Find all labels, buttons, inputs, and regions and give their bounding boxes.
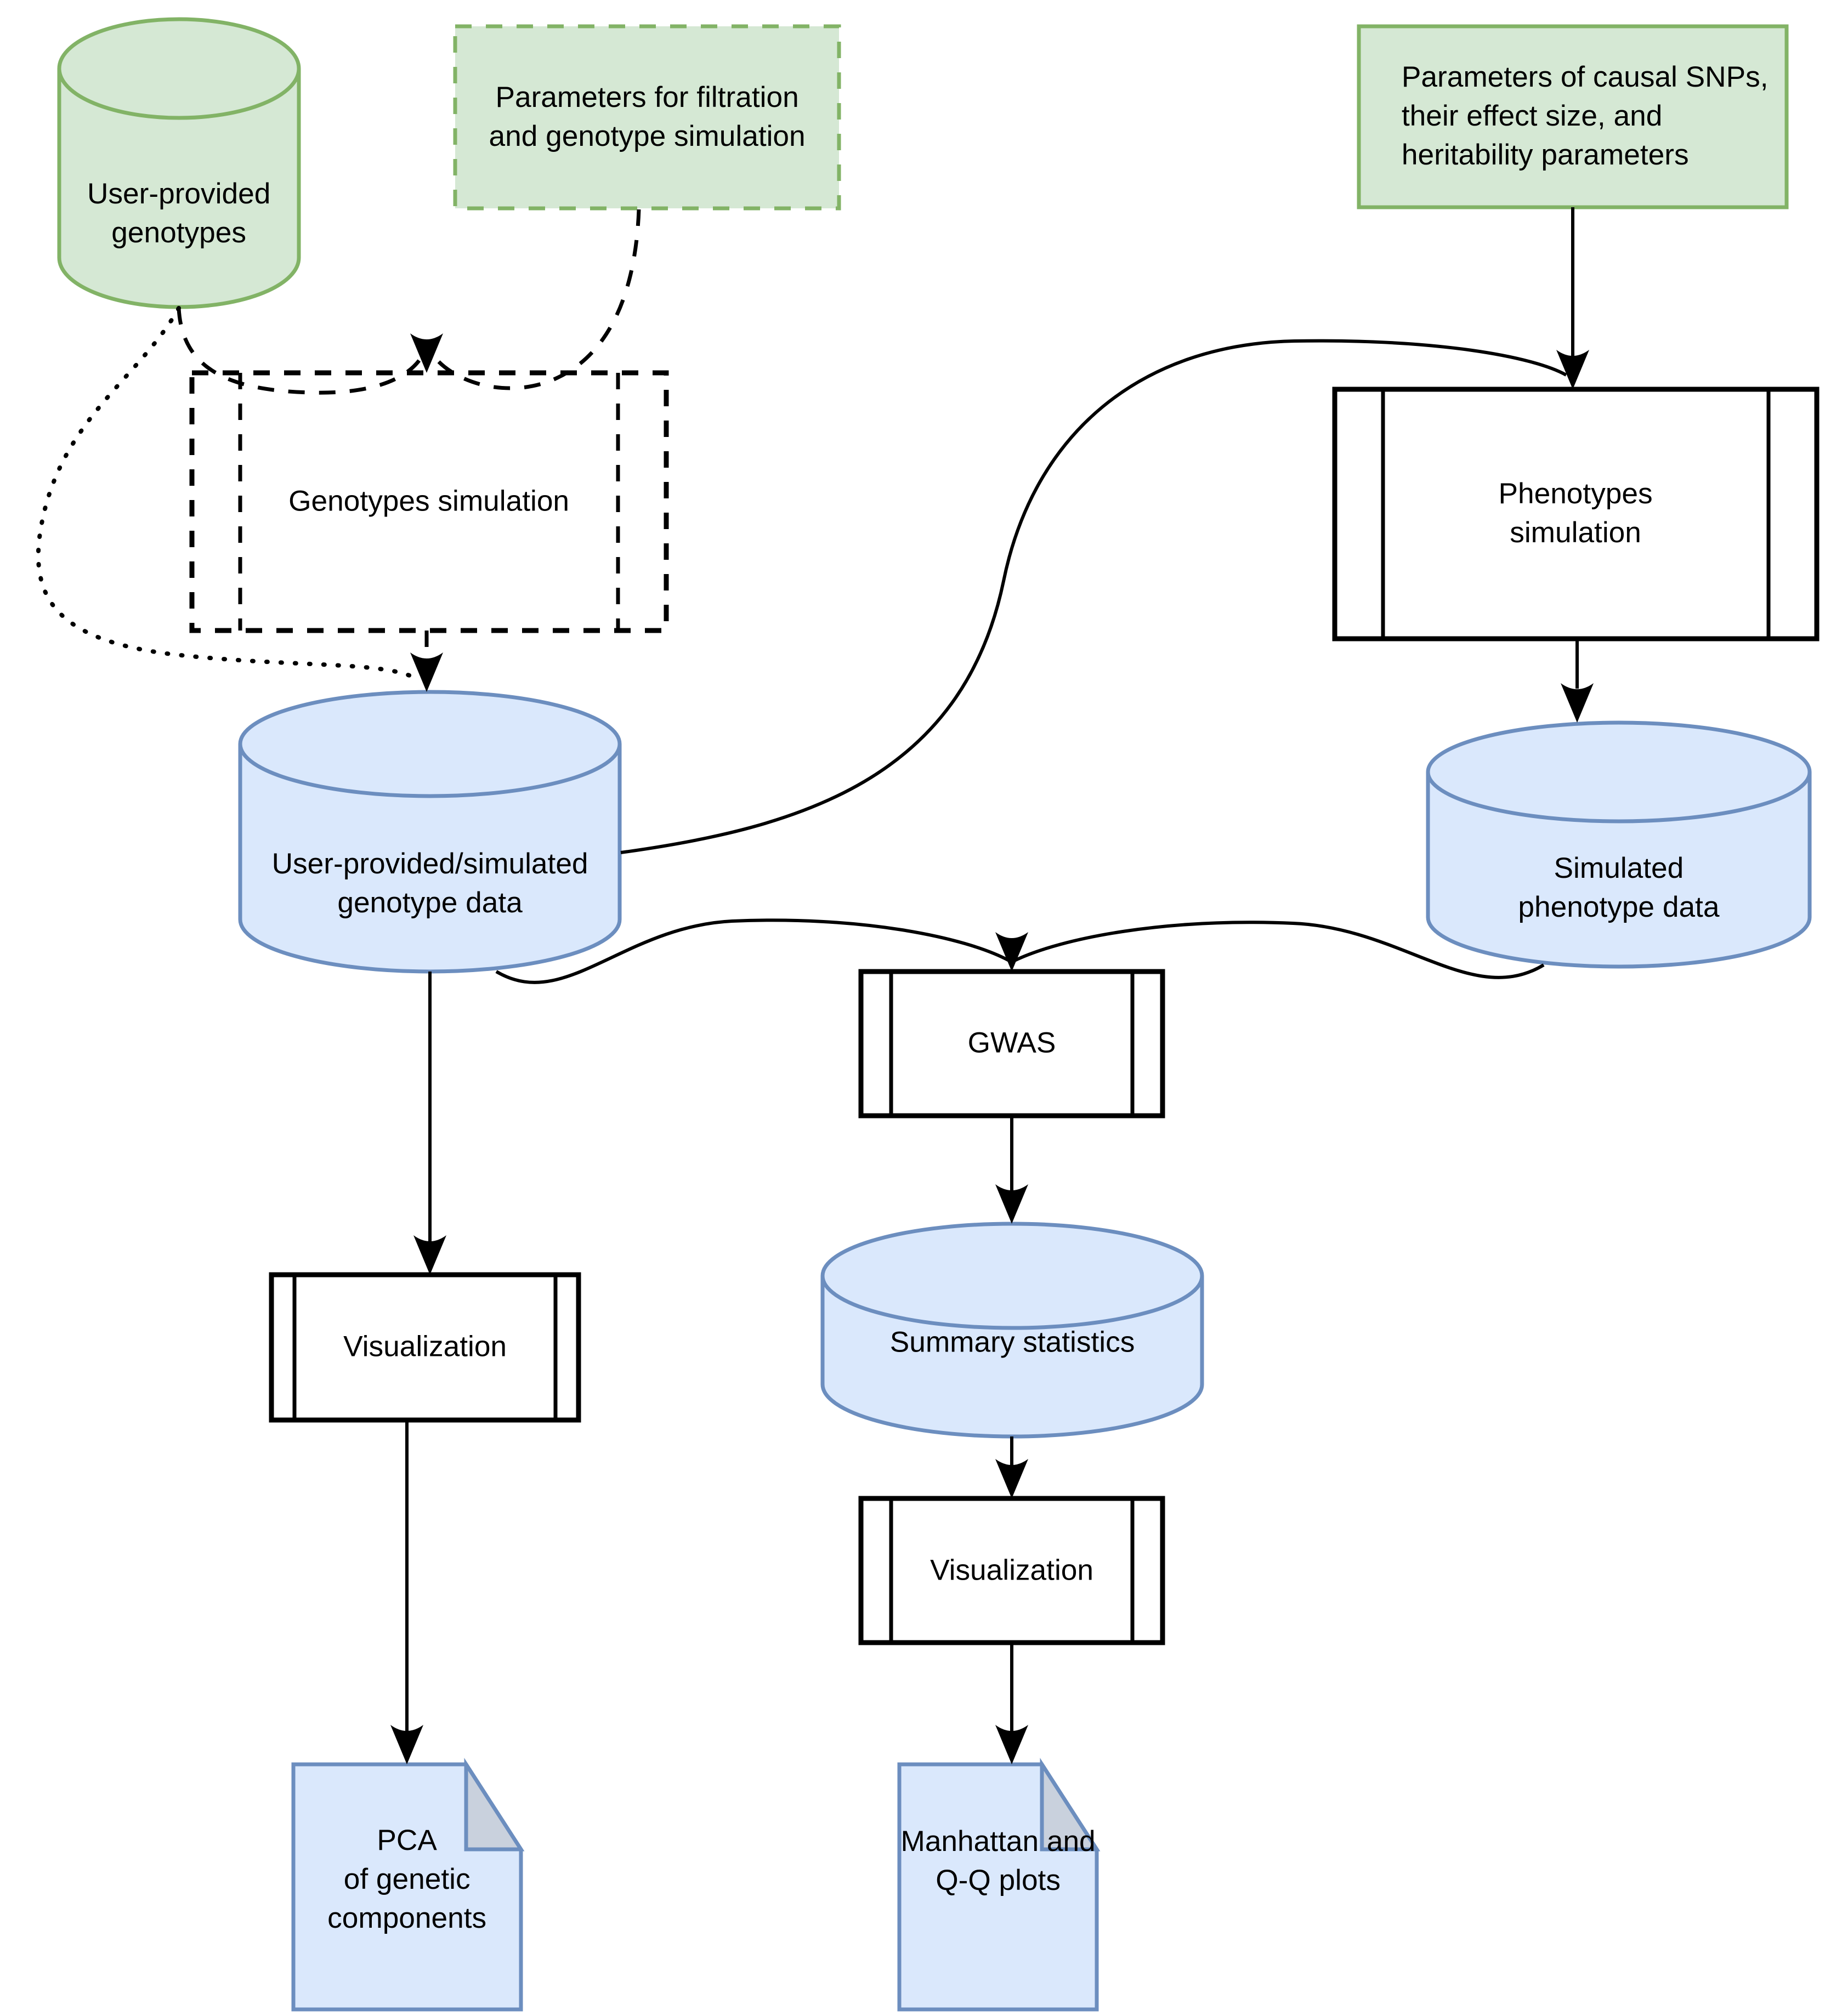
user-genotypes-cylinder [57,17,301,309]
edge-phenotypedata-to-gwas [1013,921,1545,979]
gwas-box [858,969,1165,1118]
arrowhead-into-phenotypessim [1556,350,1589,389]
pca-document-fold [464,1758,525,1852]
arrowhead-into-manhattandoc [995,1725,1028,1764]
summary-statistics-cylinder [820,1222,1204,1439]
arrowhead-into-genotypedata [410,652,443,692]
param-causal-box [1357,24,1789,209]
manhattan-document [897,1758,1101,2012]
genotype-data-cylinder [238,690,622,974]
edge-paramfiltration-to-genotypessim [427,209,641,390]
phenotype-data-cylinder [1426,720,1812,969]
genotypes-simulation-box [189,370,669,633]
arrowhead-into-phenotypedata [1561,683,1594,723]
edge-genotypedata-to-gwas [495,918,1010,984]
edge-usergenotypes-to-genotypedata [36,306,419,681]
param-filtration-box [453,24,841,211]
arrowhead-into-gwas [995,932,1028,972]
phenotypes-simulation-box [1332,387,1820,641]
pca-document [291,1758,525,2012]
arrowhead-into-vizgenotype [413,1235,446,1275]
edge-usergenotypes-to-genotypessim [177,308,429,395]
visualization-genotype-box [269,1272,581,1423]
arrowhead-into-genotypessim [410,333,443,373]
manhattan-document-fold [1040,1758,1101,1852]
visualization-summary-box [858,1496,1165,1645]
arrowhead-into-summarystats [995,1184,1028,1224]
arrowhead-into-vizsummary [995,1459,1028,1498]
arrowhead-into-pcadoc [390,1725,423,1764]
edge-genotypedata-to-phenotypessim [620,339,1567,854]
